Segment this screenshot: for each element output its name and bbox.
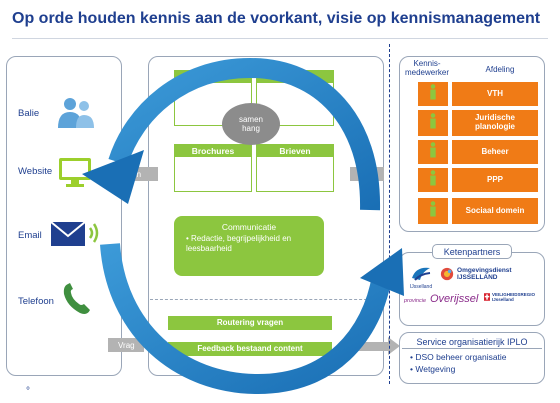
veiligheidsregio-logo: VEILIGHEIDSREGIO IJsselland: [484, 292, 542, 302]
person-icon: [429, 83, 437, 105]
channel-balie-label: Balie: [18, 108, 40, 119]
communicatie-item: • Redactie, begrijpelijkheid en leesbaar…: [186, 234, 292, 253]
person-icon: [429, 141, 437, 163]
channel-email-label: Email: [18, 230, 42, 241]
page-title: Op orde houden kennis aan de voorkant, v…: [12, 10, 541, 27]
arrow-to-channels: ten: [122, 167, 158, 181]
row-sociaal-domein: Sociaal domein: [452, 198, 538, 224]
center-divider: [150, 299, 382, 300]
provincie-label: provincie: [404, 298, 427, 304]
samenhang-label: samen hang: [238, 114, 263, 133]
arrow-from-afdeling: Co: [350, 167, 384, 181]
ijsselland-logo: IJsselland: [404, 264, 438, 290]
row-sociaal-person: [418, 198, 448, 224]
overijssel-logo: Overijssel: [430, 293, 479, 305]
communicatie-box: Communicatie • Redactie, begrijpelijkhei…: [174, 216, 324, 276]
row-beheer-person: [418, 140, 448, 164]
channel-website-label: Website: [18, 166, 53, 177]
brochures-box: Brochures: [174, 144, 252, 192]
row-ppp: PPP: [452, 168, 538, 192]
iplo-panel: [399, 332, 545, 384]
person-icon: [429, 112, 437, 134]
footer-mark: °: [26, 386, 30, 397]
title-underline: [12, 38, 548, 39]
row-juridische-person: [418, 110, 448, 136]
feedback-bar: Feedback bestaand content: [168, 342, 332, 356]
ketenpartners-panel: [399, 252, 545, 326]
samenhang-hub: samen hang: [222, 103, 280, 145]
row-beheer: Beheer: [452, 140, 538, 164]
phone-icon: [62, 282, 92, 321]
afdeling-header: Afdeling: [485, 65, 515, 74]
row-vth: VTH: [452, 82, 538, 106]
row-vth-person: [418, 82, 448, 106]
row-ppp-person: [418, 168, 448, 192]
iplo-item-dso: • DSO beheer organisatie: [410, 352, 507, 362]
envelope-icon: [50, 216, 102, 255]
channel-telefoon-label: Telefoon: [18, 296, 54, 307]
people-icon: [56, 96, 96, 135]
brieven-box: Brieven: [256, 144, 334, 192]
iplo-title: Service organisatierijk IPLO: [402, 335, 542, 349]
person-icon: [429, 200, 437, 222]
arrow-vragen: Vrag: [108, 338, 144, 352]
vertical-separator: [389, 44, 390, 384]
communicatie-title: Communicatie: [221, 222, 277, 232]
ijsselland-logo-mark: [412, 267, 431, 281]
omgevingsdienst-logo-mark: [440, 267, 454, 281]
ketenpartners-title: Ketenpartners: [432, 244, 512, 259]
kennismedewerker-header: Kennis-medewerker: [404, 59, 449, 77]
person-icon: [429, 169, 437, 191]
arrow-to-iplo: [340, 337, 400, 360]
omgevingsdienst-logo: Omgevingsdienst IJSSELLAND: [440, 266, 542, 282]
iplo-item-wetgeving: • Wetgeving: [410, 364, 456, 374]
monitor-icon: [58, 156, 92, 193]
veiligheidsregio-logo-mark: [484, 293, 491, 301]
row-juridische-planologie: Juridische planologie: [452, 110, 538, 136]
routering-bar: Routering vragen: [168, 316, 332, 330]
